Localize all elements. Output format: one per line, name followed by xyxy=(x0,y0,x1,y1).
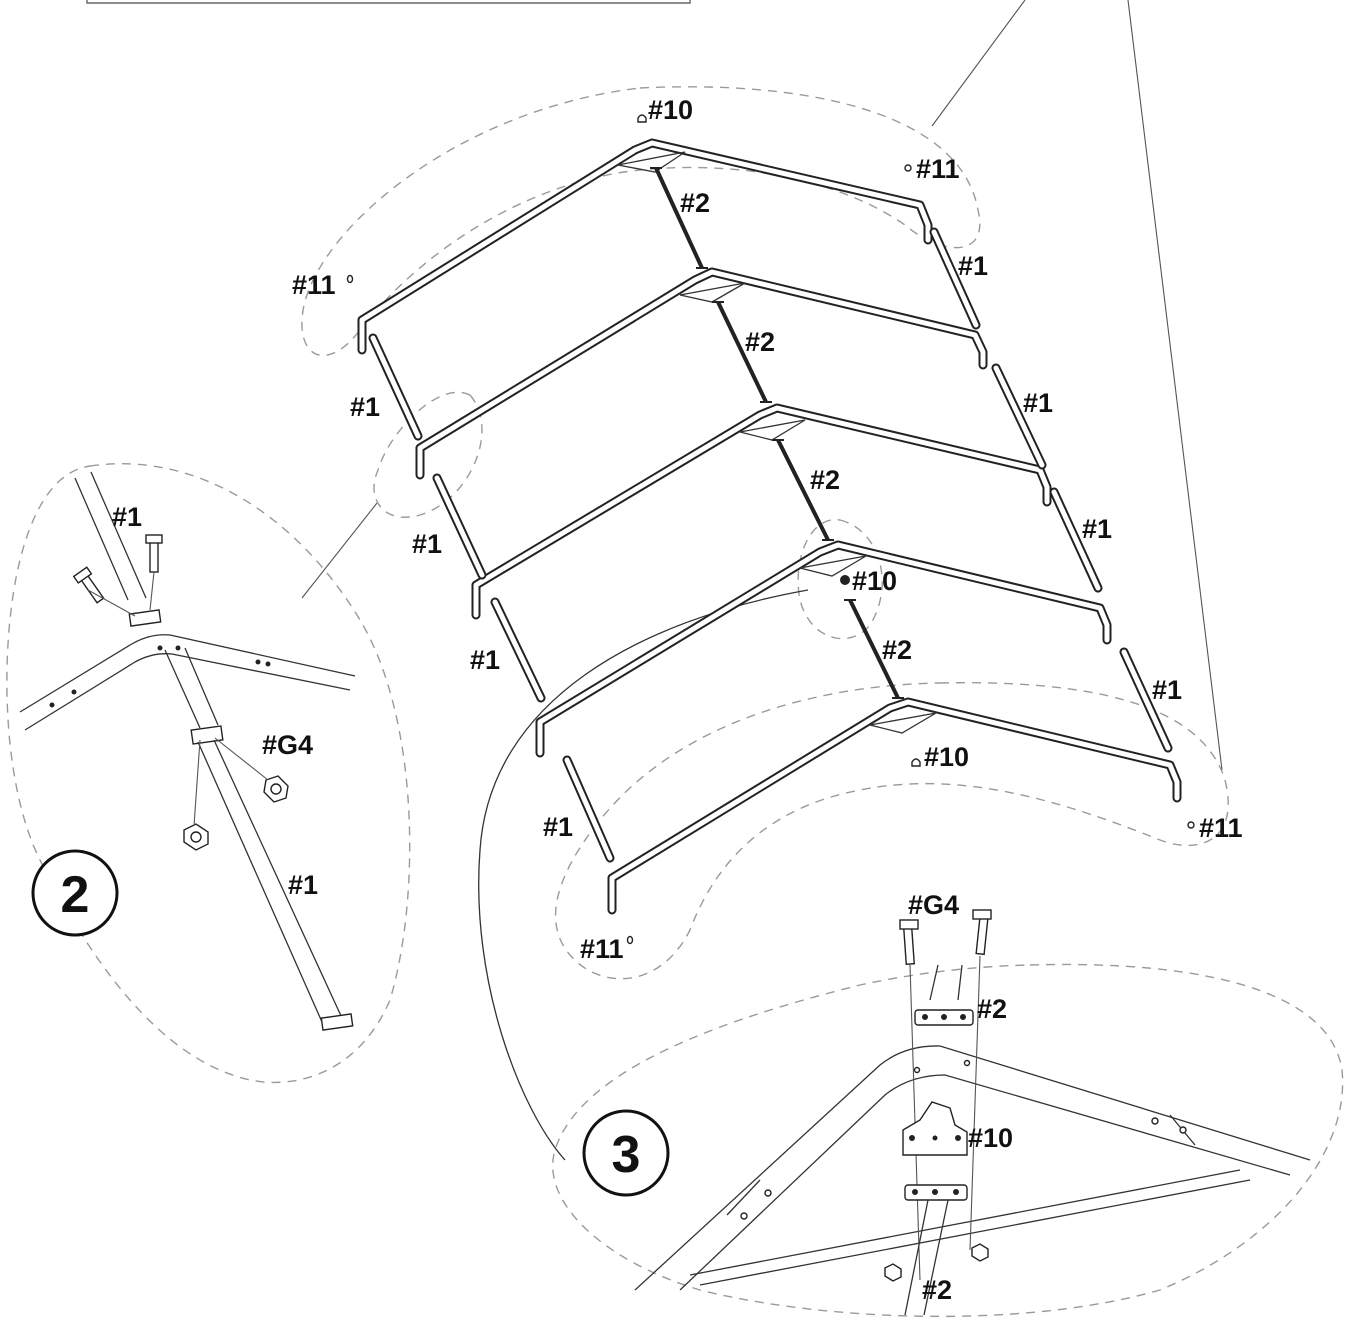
nut-icon xyxy=(263,775,289,803)
step-3-badge: 3 xyxy=(582,1109,670,1197)
detail-2: #1 #G4 #1 2 xyxy=(6,463,411,1084)
detail3-label-2-top: #2 xyxy=(977,994,1007,1024)
hardware-icons xyxy=(346,114,1195,945)
step-2-number: 2 xyxy=(61,866,90,924)
label-1-left-c: #1 xyxy=(470,645,500,675)
label-11-right-low: #11 xyxy=(1199,813,1243,843)
nut-icon xyxy=(183,823,209,851)
detail3-label-2-bottom: #2 xyxy=(922,1275,952,1305)
label-1-right-b: #1 xyxy=(1023,388,1053,418)
ridge-connectors xyxy=(650,167,904,699)
label-10-top: #10 xyxy=(648,95,693,125)
bolt-icon xyxy=(72,566,105,604)
bolt-icon xyxy=(145,534,163,573)
arch-2 xyxy=(415,267,988,480)
label-1-right-d: #1 xyxy=(1152,675,1182,705)
detail2-label-1-bottom: #1 xyxy=(288,870,318,900)
label-1-right-a: #1 xyxy=(958,251,988,281)
roof-frame-arches xyxy=(301,114,1195,945)
arch-5 xyxy=(607,697,1182,915)
detail2-label-g4: #G4 xyxy=(262,730,313,760)
dashed-outlines xyxy=(301,86,1229,1161)
label-1-left-d: #1 xyxy=(543,812,573,842)
label-2-c: #2 xyxy=(810,465,840,495)
label-10-mid: #10 xyxy=(852,566,897,596)
main-part-labels: #10 #11 #2 #1 #11 #2 #1 #1 #2 #1 #1 #10 … xyxy=(292,95,1243,964)
detail3-label-g4: #G4 xyxy=(908,890,959,920)
detail3-label-10: #10 xyxy=(968,1123,1013,1153)
label-11-left-low: #11 xyxy=(580,934,624,964)
step-2-badge: 2 xyxy=(31,849,119,937)
top-reference-box xyxy=(86,0,691,4)
label-1-left-a: #1 xyxy=(350,392,380,422)
arch-3 xyxy=(471,403,1052,620)
arch-4 xyxy=(535,540,1112,758)
label-2-b: #2 xyxy=(745,327,775,357)
detail-3: #G4 #2 #10 #2 3 xyxy=(552,890,1344,1318)
label-10-low: #10 xyxy=(924,742,969,772)
nut-icon xyxy=(971,1243,989,1262)
label-2-a: #2 xyxy=(680,188,710,218)
left-side-poles xyxy=(368,333,615,863)
step-3-number: 3 xyxy=(612,1126,641,1184)
label-2-d: #2 xyxy=(882,635,912,665)
right-side-poles xyxy=(929,227,1173,753)
nut-icon xyxy=(884,1263,902,1282)
detail2-label-1-top: #1 xyxy=(112,502,142,532)
label-11-left-top: #11 xyxy=(292,270,336,300)
label-11-right-top: #11 xyxy=(916,154,960,184)
top-leader-lines xyxy=(931,0,1223,771)
bolt-icon xyxy=(899,919,919,965)
label-1-right-c: #1 xyxy=(1082,514,1112,544)
label-1-left-b: #1 xyxy=(412,529,442,559)
bolt-icon xyxy=(972,909,992,956)
arch-1 xyxy=(357,138,933,355)
